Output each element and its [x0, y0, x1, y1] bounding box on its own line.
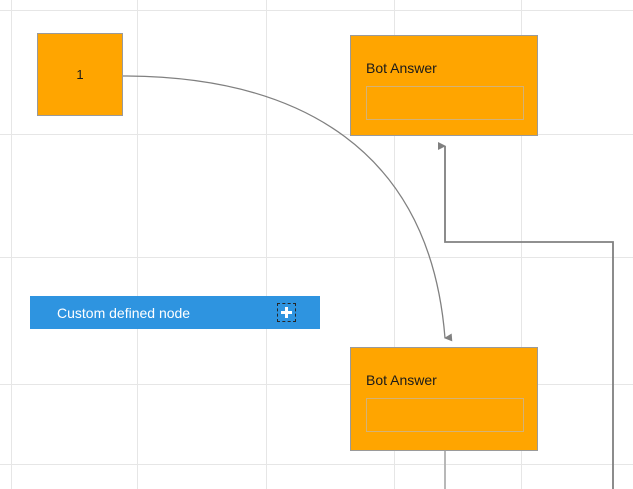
bot-answer-slot[interactable]	[366, 398, 524, 432]
bot-answer-slot[interactable]	[366, 86, 524, 120]
custom-defined-node[interactable]: Custom defined node	[30, 296, 320, 329]
plus-icon[interactable]	[277, 303, 296, 322]
edge-loop-to-bot-answer-top[interactable]	[438, 142, 614, 489]
edge-start-to-bot-answer-bottom[interactable]	[121, 75, 453, 342]
custom-defined-node-label: Custom defined node	[57, 304, 191, 321]
start-node[interactable]: 1	[37, 33, 123, 116]
bot-answer-title: Bot Answer	[366, 372, 437, 388]
start-node-label: 1	[76, 67, 84, 82]
bot-answer-title: Bot Answer	[366, 60, 437, 76]
bot-answer-node-top[interactable]: Bot Answer	[350, 35, 538, 136]
bot-answer-node-bottom[interactable]: Bot Answer	[350, 347, 538, 451]
plus-icon-vertical-bar	[285, 307, 288, 318]
